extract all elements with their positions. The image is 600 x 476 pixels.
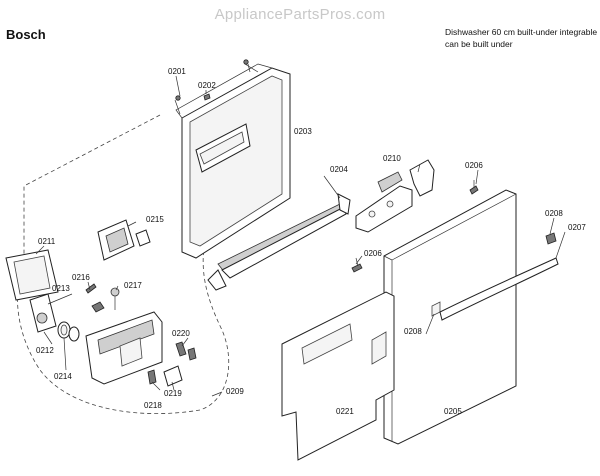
label-0207: 0207 xyxy=(568,223,586,232)
label-0221: 0221 xyxy=(336,407,354,416)
inner-door-panel xyxy=(175,63,291,259)
label-0206-top: 0206 xyxy=(465,161,483,170)
description-line-2: can be built under xyxy=(445,39,513,49)
label-0219: 0219 xyxy=(164,389,182,398)
washer xyxy=(110,287,120,297)
o-ring-inner xyxy=(60,324,68,336)
spring xyxy=(85,283,97,294)
brand-title: Bosch xyxy=(6,27,46,42)
actuator-spring xyxy=(175,341,187,357)
front-panel xyxy=(383,189,517,445)
gasket xyxy=(68,326,80,342)
dispenser-seal xyxy=(5,249,59,301)
label-0220: 0220 xyxy=(172,329,190,338)
label-0210: 0210 xyxy=(383,154,401,163)
handle-end-cap xyxy=(545,232,557,245)
label-0214: 0214 xyxy=(54,372,72,381)
subassembly-outline xyxy=(17,114,230,414)
bottom-trim-strip xyxy=(207,193,351,291)
latch-spring xyxy=(147,369,157,385)
hinge-pin xyxy=(174,63,259,115)
label-0217: 0217 xyxy=(124,281,142,290)
label-0208-top: 0208 xyxy=(545,209,563,218)
screw xyxy=(243,59,249,65)
back-panel xyxy=(281,291,395,461)
label-0204: 0204 xyxy=(330,165,348,174)
door-handle xyxy=(439,257,559,321)
actuator-pin xyxy=(187,347,197,361)
detergent-cover xyxy=(97,219,151,261)
label-0208-mid: 0208 xyxy=(404,327,422,336)
label-0211: 0211 xyxy=(38,237,56,246)
label-0215: 0215 xyxy=(146,215,164,224)
label-0212: 0212 xyxy=(36,346,54,355)
label-0213: 0213 xyxy=(52,284,70,293)
label-0203: 0203 xyxy=(294,127,312,136)
label-0216: 0216 xyxy=(72,273,90,282)
label-0205: 0205 xyxy=(444,407,462,416)
label-0209: 0209 xyxy=(226,387,244,396)
dispenser-body xyxy=(85,311,163,385)
screw-0206-mid xyxy=(351,263,363,273)
label-0218: 0218 xyxy=(144,401,162,410)
watermark: AppliancePartsPros.com xyxy=(214,6,386,23)
description-line-1: Dishwasher 60 cm built-under integrable xyxy=(445,27,598,37)
label-0206-mid: 0206 xyxy=(364,249,382,258)
screw xyxy=(175,95,181,101)
lever xyxy=(91,301,105,313)
label-0202: 0202 xyxy=(198,81,216,90)
clip xyxy=(203,93,211,101)
model-description: Dishwasher 60 cm built-under integrable … xyxy=(445,26,597,50)
latch-block xyxy=(163,365,183,387)
seal-ring xyxy=(36,312,48,324)
label-0201: 0201 xyxy=(168,67,186,76)
hinge-mechanism xyxy=(355,159,435,233)
